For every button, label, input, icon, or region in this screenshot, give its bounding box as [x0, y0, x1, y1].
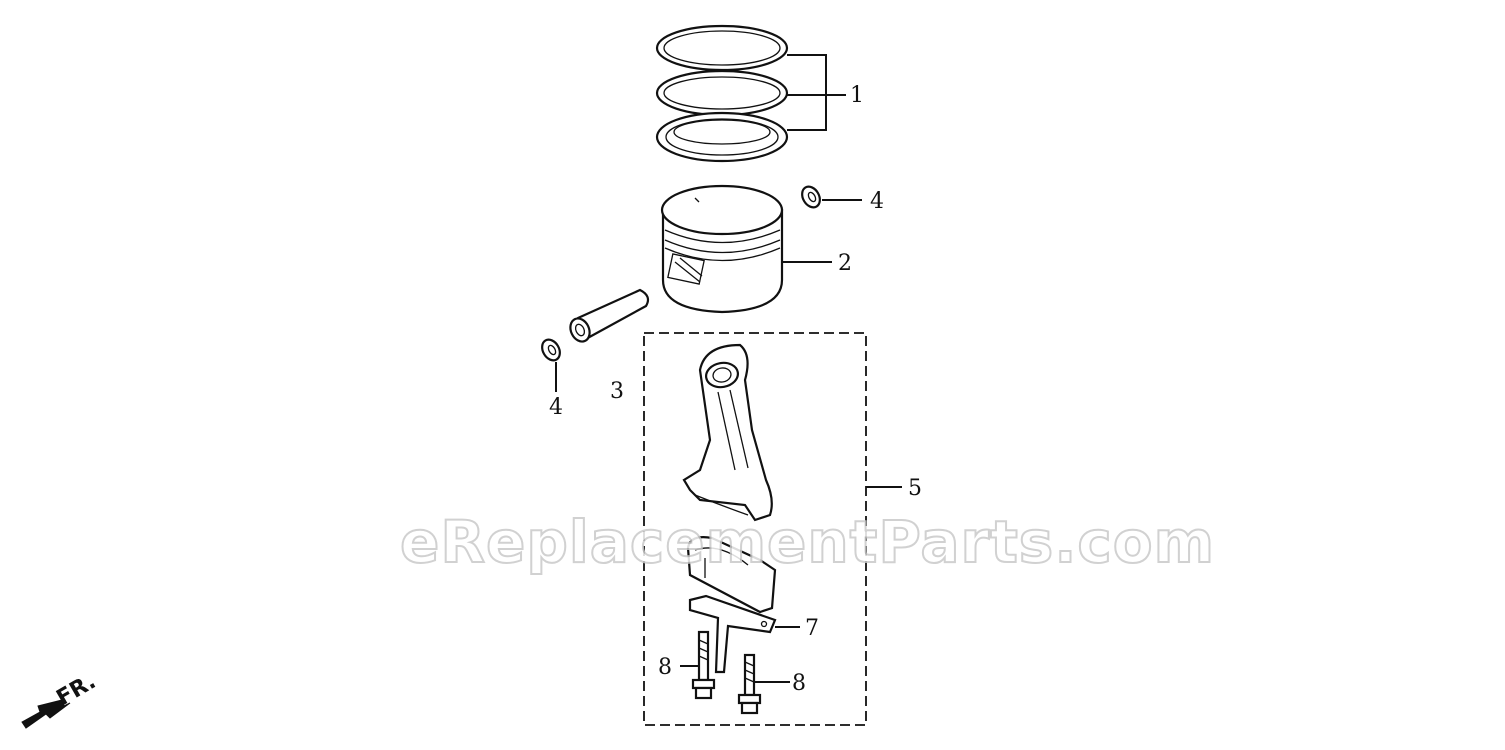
callout-4b: 4	[549, 395, 563, 420]
connecting-rod[interactable]	[682, 343, 773, 522]
pin-clip-upper[interactable]	[799, 183, 824, 210]
callout-1: 1	[850, 83, 864, 108]
callout-2: 2	[838, 251, 852, 276]
piston-rings[interactable]	[655, 24, 789, 163]
connecting-rod-box	[643, 332, 867, 726]
piston-pin[interactable]	[567, 288, 650, 345]
callout-8a: 8	[658, 655, 672, 680]
rod-bolt-right[interactable]	[737, 653, 762, 715]
callout-4a: 4	[870, 189, 884, 214]
callout-8b: 8	[792, 671, 806, 696]
leader-1	[787, 54, 846, 131]
callout-5: 5	[908, 476, 922, 501]
connecting-rod-cap[interactable]	[686, 536, 777, 614]
front-arrow-icon	[21, 699, 71, 729]
rod-bolt-left[interactable]	[691, 630, 716, 700]
callout-7: 7	[805, 616, 819, 641]
piston[interactable]	[660, 184, 784, 314]
watermark-text: eReplacementParts.com	[400, 508, 1215, 576]
callout-3: 3	[610, 379, 624, 404]
oil-dipper[interactable]	[688, 594, 777, 674]
pin-clip-lower[interactable]	[539, 336, 564, 363]
